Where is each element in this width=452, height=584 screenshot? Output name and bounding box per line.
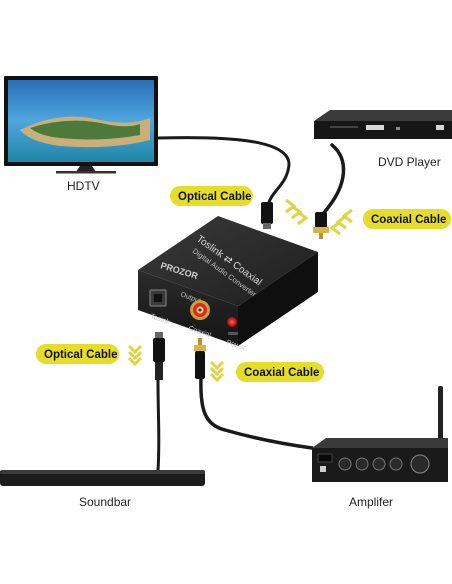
- soundbar-optical-cable: [156, 378, 161, 472]
- arrow-coaxial-top-icon: [329, 208, 353, 236]
- optical-cable-bottom-tag: Optical Cable: [36, 344, 119, 364]
- optical-cable-top-tag: Optical Cable: [170, 186, 253, 206]
- converter-box: PROZOR Toslink ⇄ Coaxial Digital Audio C…: [138, 216, 318, 346]
- power-led-icon: [227, 317, 238, 335]
- coaxial-cable-bottom-tag: Coaxial Cable: [236, 362, 324, 382]
- dvd-player-label: DVD Player: [378, 155, 441, 169]
- dvd-coaxial-cable: [318, 143, 346, 220]
- hdtv-icon: [4, 76, 158, 174]
- optical-plug-bottom-icon: [153, 332, 165, 380]
- arrow-optical-top-icon: [285, 198, 309, 226]
- hdtv-optical-cable: [156, 136, 291, 207]
- optical-cable-top-label: Optical Cable: [178, 191, 252, 203]
- dvd-player-icon: [314, 110, 452, 139]
- coaxial-port-icon: [190, 300, 210, 320]
- coaxial-cable-top-tag: Coaxial Cable: [363, 209, 451, 229]
- cables: [156, 136, 346, 472]
- amp-coaxial-cable: [199, 376, 314, 450]
- coaxial-cable-top-label: Coaxial Cable: [371, 214, 446, 226]
- soundbar-icon: [0, 470, 205, 486]
- hdtv-label: HDTV: [67, 179, 100, 193]
- arrow-coaxial-bottom-icon: [209, 360, 225, 383]
- optical-plug-top-icon: [261, 202, 273, 229]
- toslink-port-icon: [149, 289, 167, 307]
- coaxial-cable-bottom-label: Coaxial Cable: [244, 367, 319, 379]
- arrow-optical-bottom-icon: [127, 344, 143, 367]
- coaxial-plug-bottom-icon: [194, 338, 206, 379]
- soundbar-label: Soundbar: [79, 495, 131, 509]
- amplifier-label: Amplifer: [349, 495, 393, 509]
- coaxial-plug-top-icon: [313, 212, 329, 239]
- optical-cable-bottom-label: Optical Cable: [44, 349, 118, 361]
- amplifier-icon: [312, 386, 448, 482]
